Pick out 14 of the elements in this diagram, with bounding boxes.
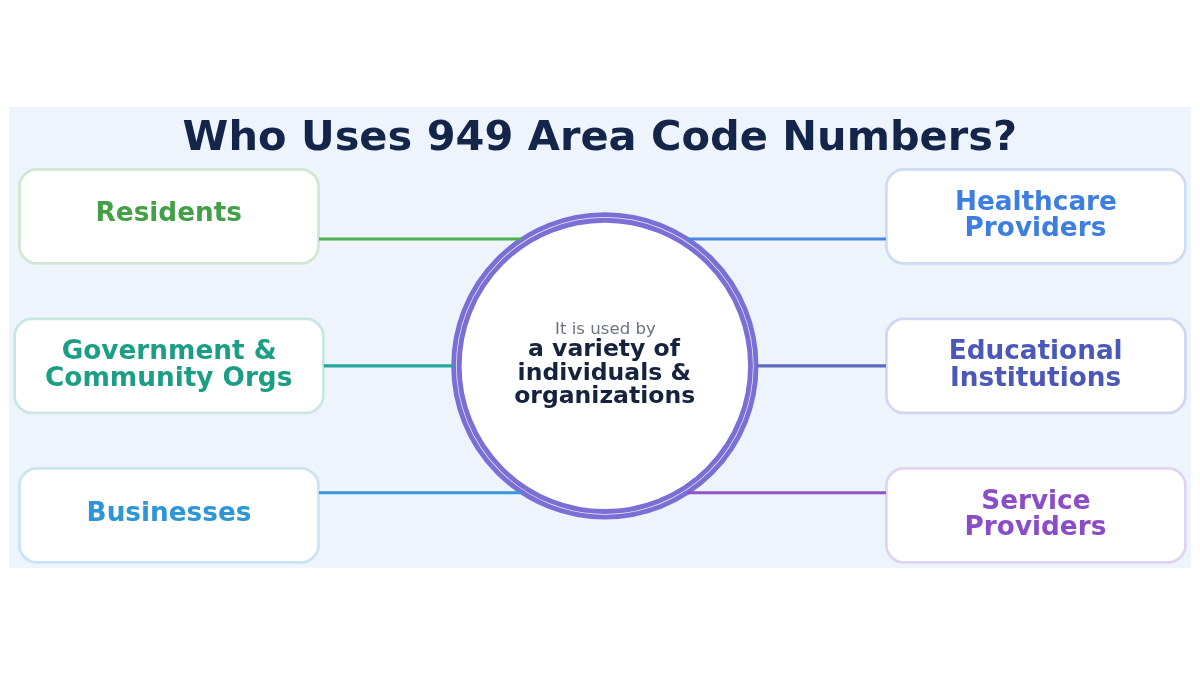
node-box: Businesses xyxy=(18,466,320,564)
connector xyxy=(687,237,886,241)
connector xyxy=(756,364,886,368)
node-circle: It is used by a variety of individuals & organizations xyxy=(451,212,759,520)
connector xyxy=(323,364,454,368)
connector xyxy=(318,491,522,495)
connector xyxy=(318,237,522,241)
diagram-title: Who Uses 949 Area Code Numbers? xyxy=(182,110,1018,160)
connector xyxy=(687,491,886,495)
node-box: Educational Institutions xyxy=(885,317,1187,415)
node-box: Service Providers xyxy=(885,466,1187,564)
node-box: Residents xyxy=(18,167,320,265)
node-box: Healthcare Providers xyxy=(885,167,1187,265)
node-box: Government & Community Orgs xyxy=(13,317,325,415)
